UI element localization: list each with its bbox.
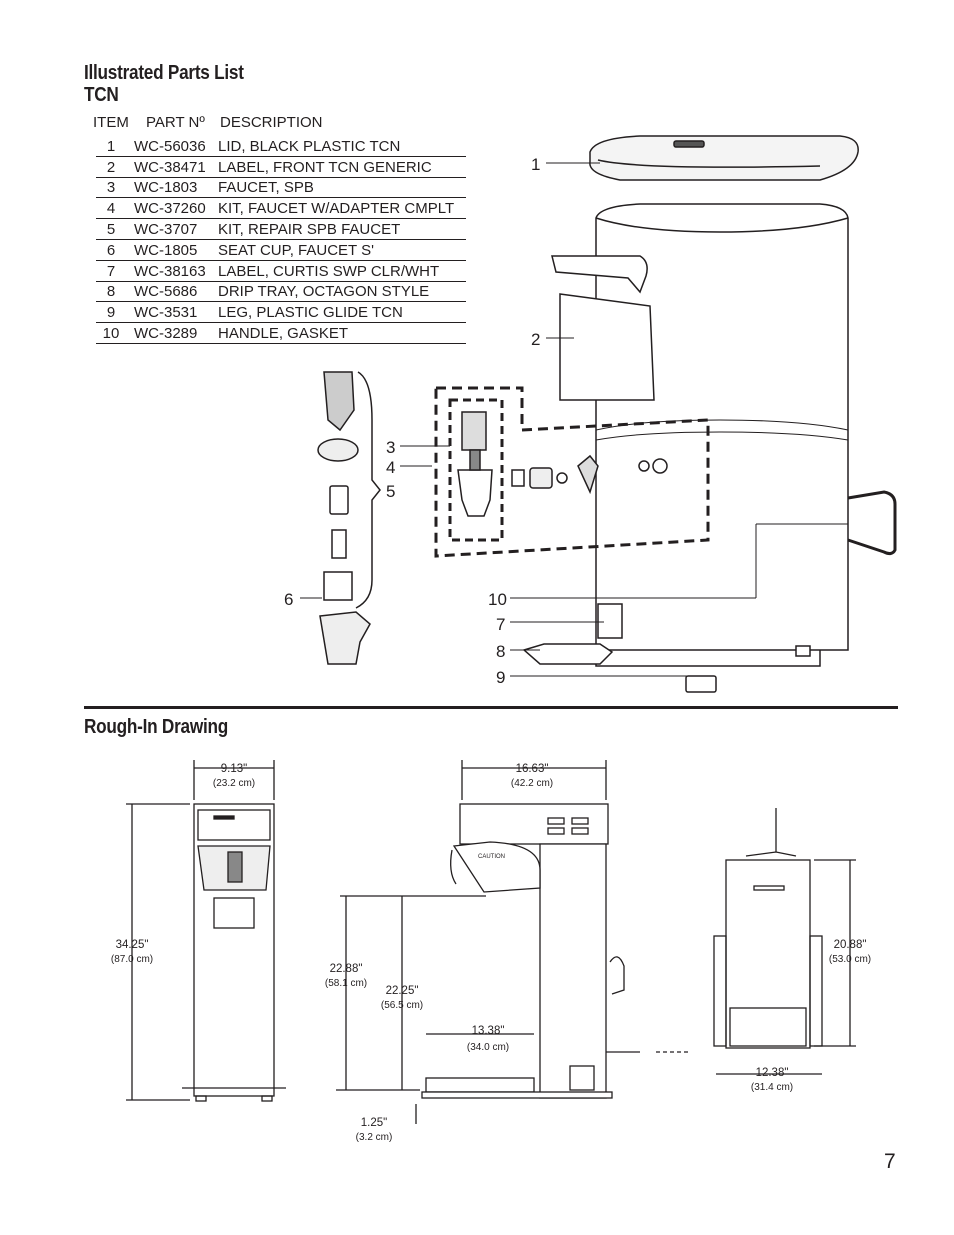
callout-2: 2 (531, 330, 540, 349)
dim-width-front-cm: (23.2 cm) (213, 778, 255, 789)
dim-brewer-depth-cm: (42.2 cm) (511, 778, 553, 789)
dim-clearance-a-cm: (58.1 cm) (325, 978, 367, 989)
callout-1: 1 (531, 155, 540, 174)
dim-clearance-a: 22.88" (330, 963, 363, 975)
dim-height-cm: (87.0 cm) (111, 954, 153, 965)
callout-5: 5 (386, 482, 395, 501)
item-cell: 7 (96, 261, 126, 282)
dim-brewer-depth: 16.63" (516, 763, 549, 775)
description-cell: DRIP TRAY, OCTAGON STYLE (210, 282, 466, 303)
description-cell: LID, BLACK PLASTIC TCN (210, 136, 466, 157)
dim-back-width: 12.38" (756, 1067, 789, 1079)
dim-base-cm: (3.2 cm) (356, 1132, 393, 1143)
description-cell: SEAT CUP, FAUCET S' (210, 240, 466, 261)
item-cell: 2 (96, 157, 126, 178)
item-cell: 1 (96, 136, 126, 157)
item-cell: 5 (96, 219, 126, 240)
col-header-part: PART Nº (146, 114, 205, 131)
description-cell: LABEL, FRONT TCN GENERIC (210, 157, 466, 178)
item-cell: 3 (96, 178, 126, 199)
item-cell: 4 (96, 198, 126, 219)
description-cell: LEG, PLASTIC GLIDE TCN (210, 302, 466, 323)
part-number-cell: WC-5686 (126, 282, 210, 303)
dim-back-width-cm: (31.4 cm) (751, 1082, 793, 1093)
part-number-cell: WC-37260 (126, 198, 210, 219)
description-cell: KIT, REPAIR SPB FAUCET (210, 219, 466, 240)
item-cell: 10 (96, 323, 126, 344)
part-number-cell: WC-3707 (126, 219, 210, 240)
dim-base: 1.25" (361, 1117, 387, 1129)
part-number-cell: WC-56036 (126, 136, 210, 157)
dim-back-height-cm: (53.0 cm) (829, 954, 871, 965)
part-number-cell: WC-3531 (126, 302, 210, 323)
callout-7: 7 (496, 615, 505, 634)
dim-height: 34.25" (116, 939, 149, 951)
callout-10: 10 (488, 590, 507, 609)
col-header-description: DESCRIPTION (220, 114, 323, 131)
section-divider (84, 706, 898, 709)
part-number-cell: WC-38471 (126, 157, 210, 178)
description-cell: KIT, FAUCET W/ADAPTER CMPLT (210, 198, 466, 219)
dim-tray-depth: 13.38" (472, 1025, 505, 1037)
model-title: TCN (84, 84, 119, 106)
callout-8: 8 (496, 642, 505, 661)
col-header-item: ITEM (93, 114, 129, 131)
section-title: Illustrated Parts List (84, 62, 244, 84)
part-number-cell: WC-1803 (126, 178, 210, 199)
part-number-cell: WC-38163 (126, 261, 210, 282)
item-cell: 9 (96, 302, 126, 323)
dim-width-front: 9.13" (221, 763, 247, 775)
callout-3: 3 (386, 438, 395, 457)
page-number: 7 (884, 1150, 896, 1173)
callout-9: 9 (496, 668, 505, 687)
part-number-cell: WC-3289 (126, 323, 210, 344)
caution-label: CAUTION (478, 854, 505, 860)
dim-tray-depth-cm: (34.0 cm) (467, 1042, 509, 1053)
dim-back-height: 20.88" (834, 939, 867, 951)
item-cell: 8 (96, 282, 126, 303)
description-cell: HANDLE, GASKET (210, 323, 466, 344)
dim-clearance-b: 22.25" (386, 985, 419, 997)
part-number-cell: WC-1805 (126, 240, 210, 261)
callout-4: 4 (386, 458, 395, 477)
dim-clearance-b-cm: (56.5 cm) (381, 1000, 423, 1011)
rough-in-title: Rough-In Drawing (84, 716, 228, 738)
description-cell: LABEL, CURTIS SWP CLR/WHT (210, 261, 466, 282)
callout-6: 6 (284, 590, 293, 609)
description-cell: FAUCET, SPB (210, 178, 466, 199)
item-cell: 6 (96, 240, 126, 261)
